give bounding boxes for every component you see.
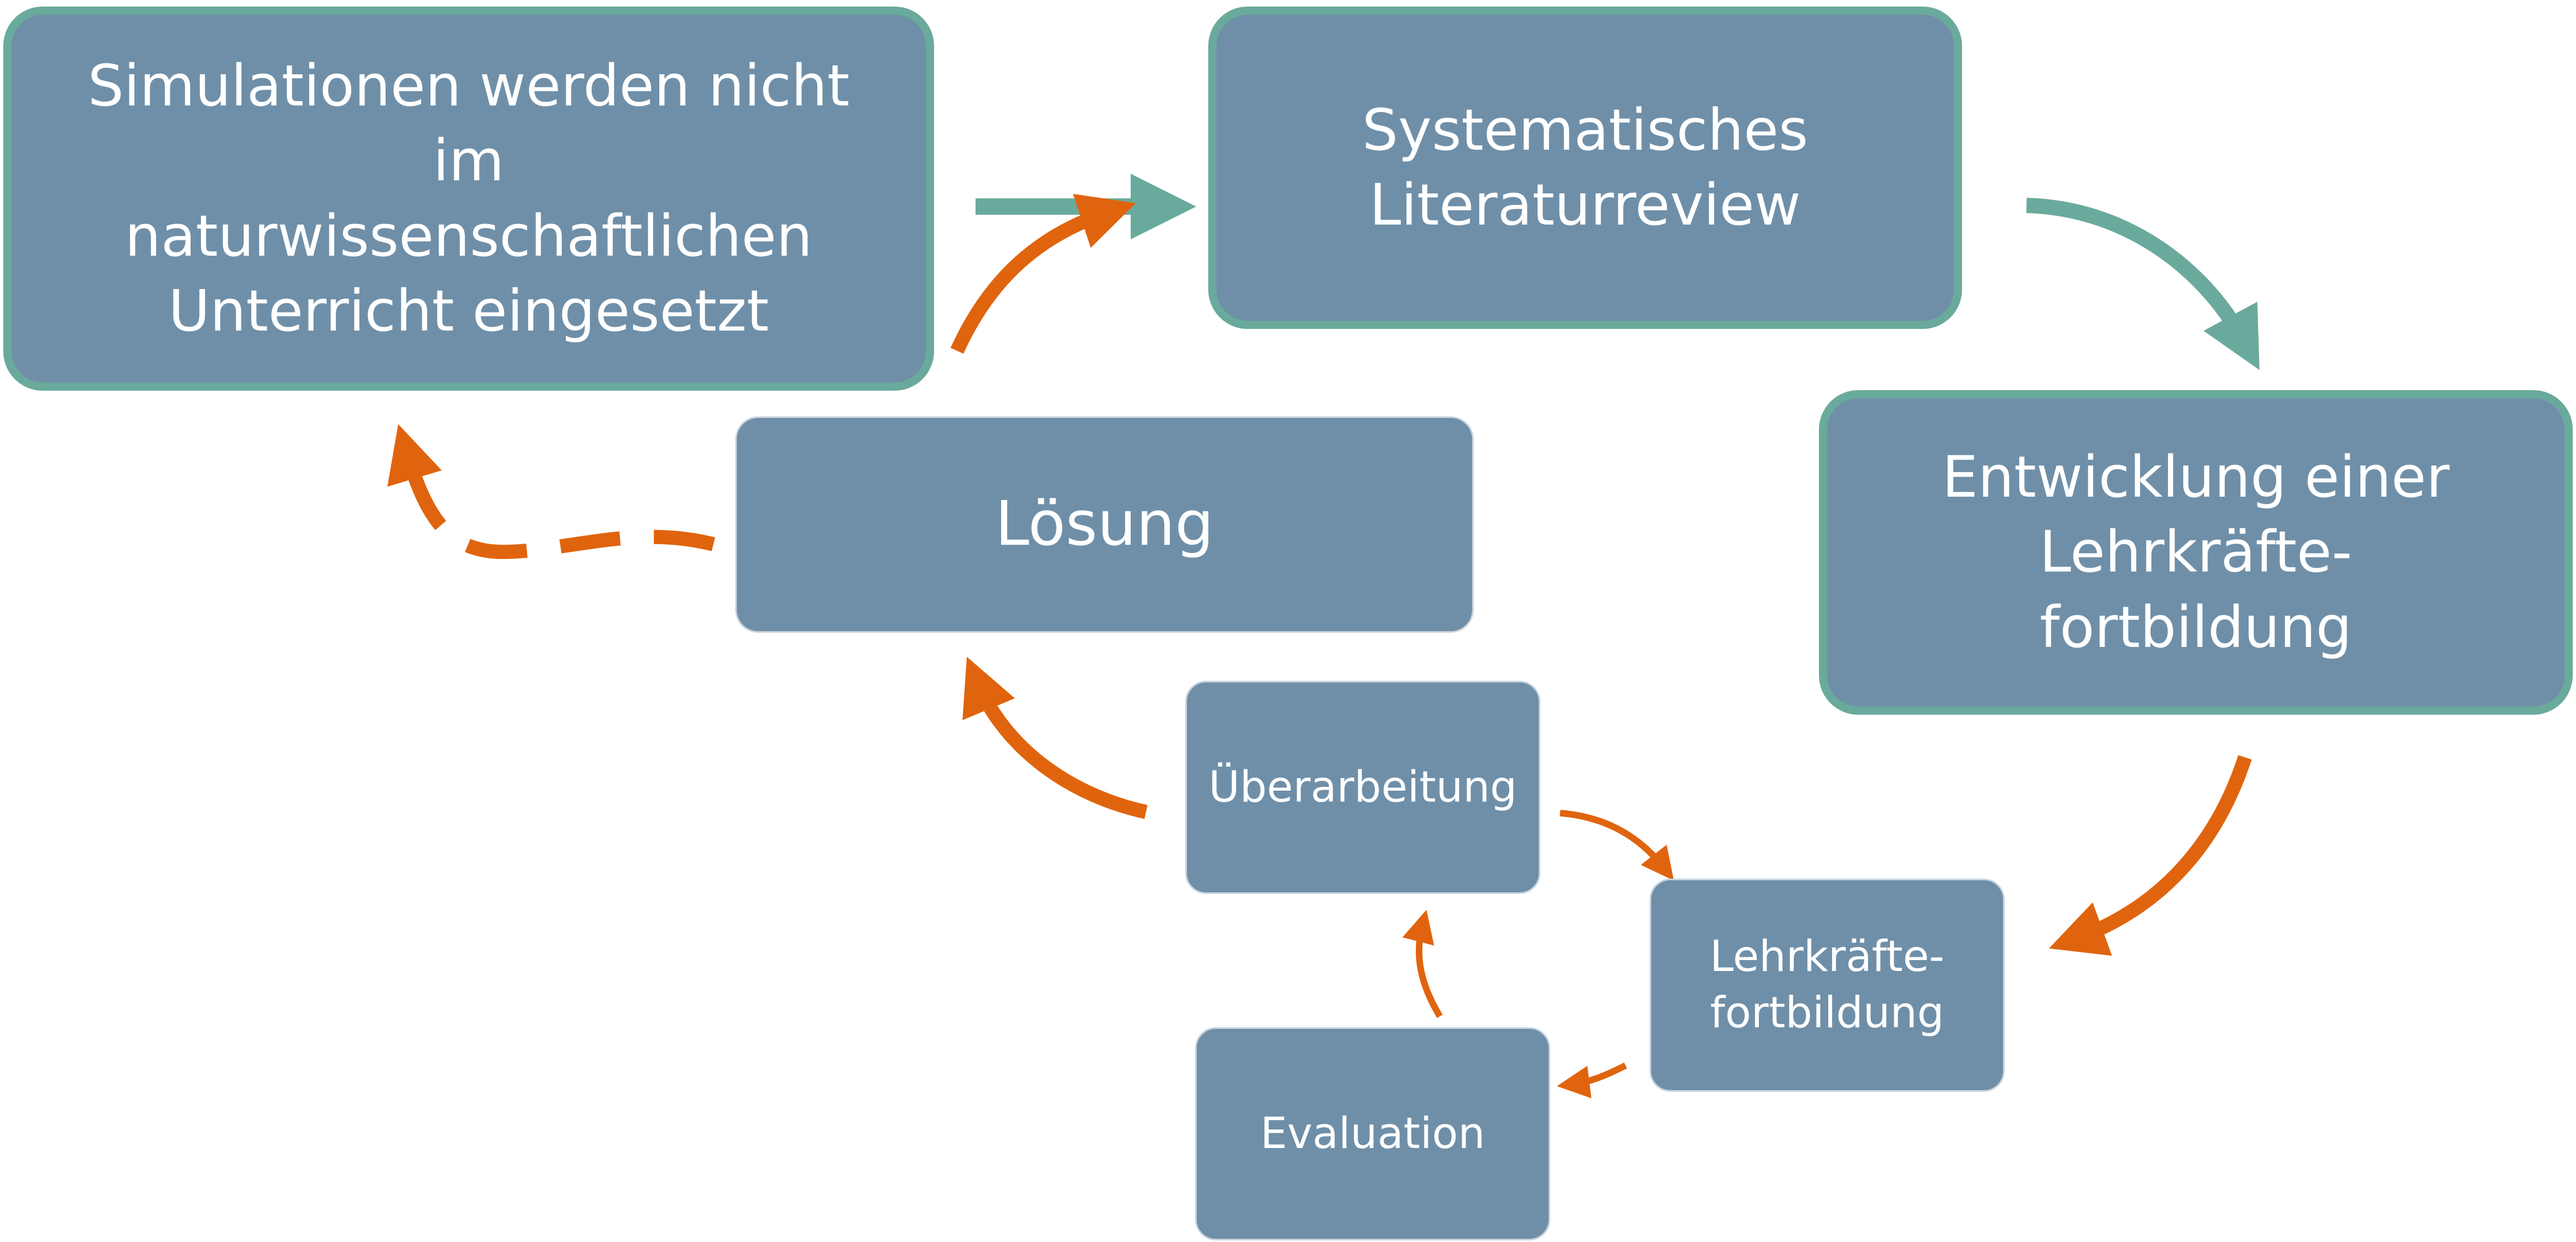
node-development-line: fortbildung	[2040, 593, 2352, 661]
node-training-development: Entwicklung einer Lehrkräfte- fortbildun…	[1819, 390, 2573, 715]
node-training-line: fortbildung	[1710, 988, 1945, 1038]
node-development-line: Lehrkräfte-	[2039, 519, 2353, 586]
node-review-text: Systematisches Literaturreview	[1362, 93, 1809, 243]
arrow-revision-to-training	[1559, 810, 1674, 881]
node-solution-label: Lösung	[995, 488, 1214, 560]
node-teacher-training: Lehrkräfte- fortbildung	[1650, 879, 2005, 1092]
arrow-training-to-evaluation	[1557, 1062, 1627, 1099]
node-revision: Überarbeitung	[1185, 681, 1540, 894]
node-problem-line: im	[433, 127, 505, 195]
node-training-line: Lehrkräfte-	[1710, 932, 1945, 982]
node-evaluation-label: Evaluation	[1260, 1109, 1485, 1158]
node-problem-line: Unterricht eingesetzt	[168, 277, 769, 344]
arrow-revision-to-solution	[962, 657, 1148, 819]
arrow-review-to-development	[2026, 198, 2260, 370]
node-problem-statement: Simulationen werden nicht im naturwissen…	[3, 7, 934, 391]
node-development-line: Entwicklung einer	[1942, 444, 2450, 511]
node-review-line: Systematisches	[1362, 96, 1809, 163]
arrow-development-to-training	[2049, 755, 2252, 956]
node-revision-label: Überarbeitung	[1208, 762, 1517, 812]
node-training-text: Lehrkräfte- fortbildung	[1710, 929, 1944, 1041]
node-solution: Lösung	[735, 416, 1474, 633]
node-problem-line: naturwissenschaftlichen	[125, 202, 813, 269]
arrow-solution-to-problem-dashed	[387, 424, 716, 560]
node-development-text: Entwicklung einer Lehrkräfte- fortbildun…	[1942, 440, 2449, 665]
node-problem-line: Simulationen werden nicht	[87, 52, 850, 119]
node-literature-review: Systematisches Literaturreview	[1208, 7, 1962, 329]
arrow-evaluation-to-revision	[1402, 909, 1443, 1019]
node-problem-text: Simulationen werden nicht im naturwissen…	[88, 49, 850, 349]
arrow-problem-loop-orange	[950, 193, 1136, 354]
node-evaluation: Evaluation	[1195, 1027, 1550, 1240]
node-review-line: Literaturreview	[1369, 172, 1801, 238]
